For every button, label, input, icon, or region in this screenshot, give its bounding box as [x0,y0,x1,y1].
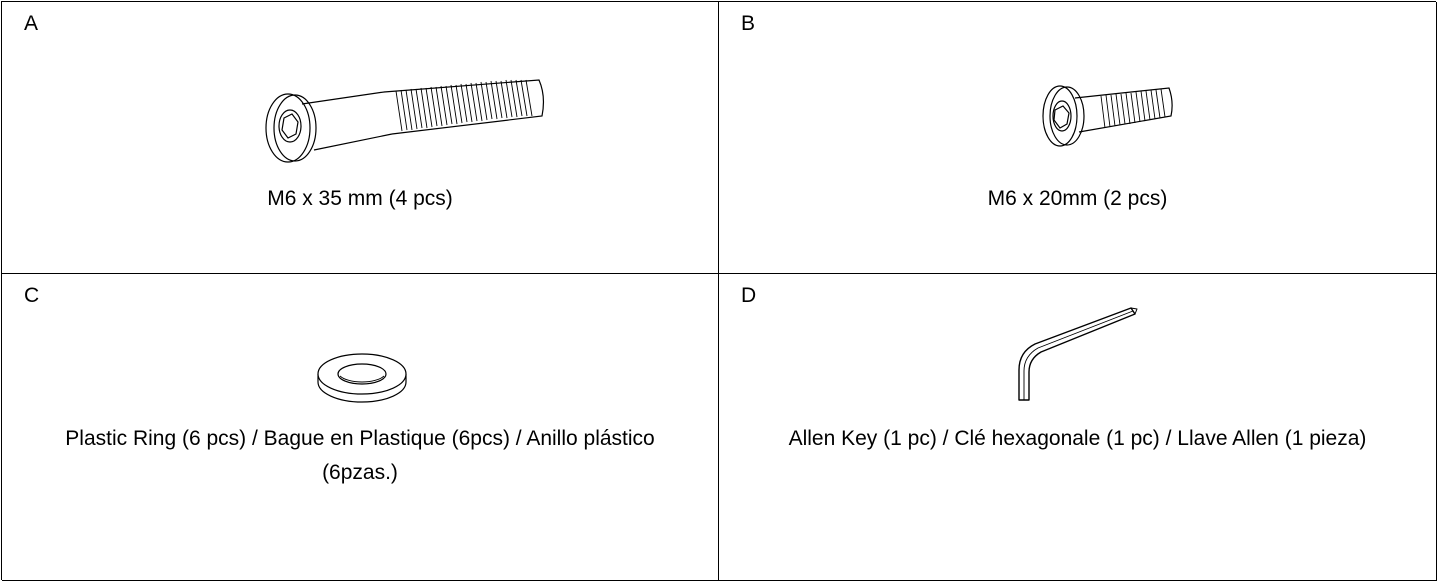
allen-key-icon [1011,304,1141,404]
part-cell-a: A [2,2,719,274]
part-letter-c: C [24,284,40,307]
part-cell-b: B M6 x 20mm (2 pcs) [719,2,1437,274]
part-cell-d: D Allen Key (1 pc) / Clé hexagonale (1 p… [719,274,1437,581]
short-hex-socket-bolt-icon [1041,80,1181,150]
part-letter-b: B [741,12,756,35]
part-caption-a: M6 x 35 mm (4 pcs) [267,187,453,210]
plastic-ring-washer-icon [316,352,408,404]
part-caption-d: Allen Key (1 pc) / Clé hexagonale (1 pc)… [788,427,1367,450]
part-caption-b: M6 x 20mm (2 pcs) [987,187,1168,210]
part-letter-a: A [24,12,39,35]
part-cell-c: C Plastic Ring (6 pcs) / Bague en Plasti… [2,274,719,581]
part-letter-d: D [741,284,757,307]
long-hex-socket-bolt-icon [264,74,554,166]
part-caption-c: Plastic Ring (6 pcs) / Bague en Plastiqu… [65,427,655,484]
